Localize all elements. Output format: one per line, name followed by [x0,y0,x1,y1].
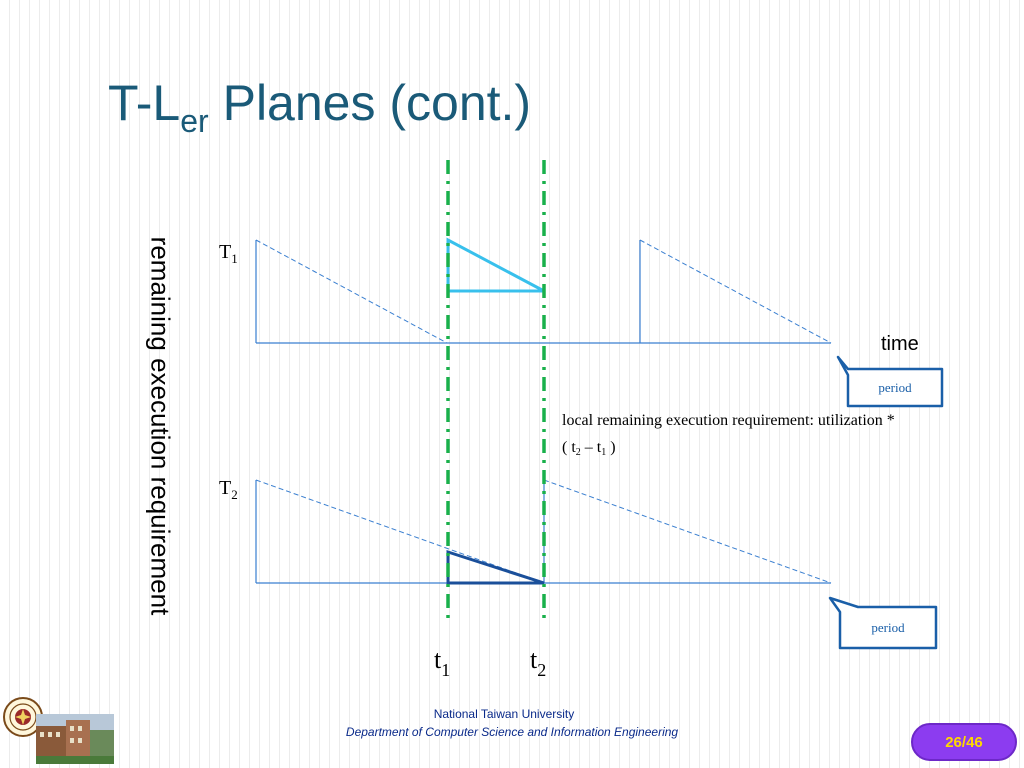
task-label-t2: T2 [219,477,238,502]
marker-label-t2: t2 [530,645,546,680]
t2-local-triangle [446,549,545,585]
footer-university: National Taiwan University [433,707,575,721]
t1-plane [255,237,832,344]
annotation-line-1: local remaining execution requirement: u… [562,412,895,429]
marker-label-t1: t1 [434,645,450,680]
slide-title: T-Ler Planes (cont.) [108,74,532,139]
period-callout-1-text: period [878,380,912,395]
campus-photo-logo [36,714,114,764]
page-total: 46 [966,733,983,751]
period-callout-2: period [828,596,938,650]
t2-dashed-slope-2 [543,479,832,584]
t1-dashed-slope-2 [639,239,832,344]
title-rest: Planes (cont.) [208,75,532,131]
page-separator: / [961,733,967,751]
page-current: 26 [945,733,962,751]
time-label: time [881,333,919,355]
t2-dashed-slope-1 [255,479,545,584]
title-subscript: er [180,103,209,139]
footer-department: Department of Computer Science and Infor… [345,725,679,739]
t1-local-triangle [446,237,545,293]
title-main: T-L [108,75,181,131]
period-callout-2-text: period [871,620,905,635]
t1-dashed-slope-1 [255,239,448,344]
page-number-badge: 26 /46 [911,723,1017,761]
period-callout-1: period [836,355,944,408]
task-label-t1: T1 [219,241,238,266]
university-seal-logo [3,697,43,737]
annotation-line-2: ( t2 – t1 ) [562,439,616,458]
